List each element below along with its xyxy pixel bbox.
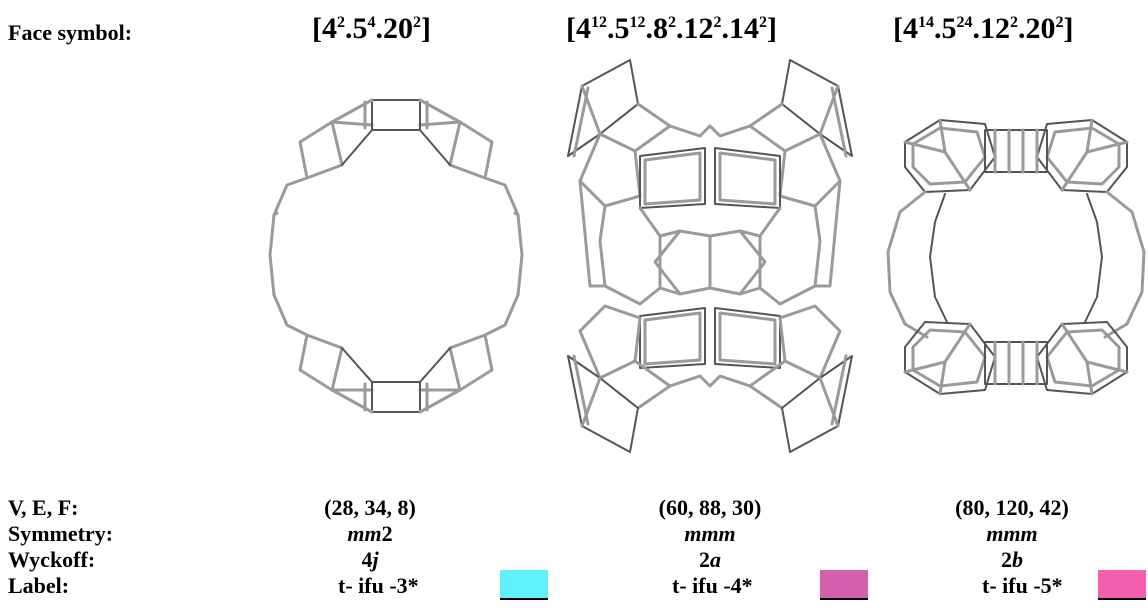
wyckoff-label: Wyckoff: [8, 547, 96, 572]
face-symbol-cage-1: [42.54.202] [312, 12, 431, 45]
label-value: t- ifu -5* [982, 573, 1063, 598]
face-symbol-cage-3: [414.524.122.202] [893, 12, 1074, 45]
wyckoff-value: 4j [361, 547, 379, 572]
vef-label: V, E, F: [8, 495, 79, 520]
vef-value: (28, 34, 8) [324, 495, 416, 520]
label-value: t- ifu -4* [672, 573, 753, 598]
cage-1-structure [268, 98, 524, 414]
vef-value: (60, 88, 30) [658, 495, 762, 520]
wyckoff-value: 2a [699, 547, 721, 572]
cage-3-structure [886, 118, 1146, 396]
label-label: Label: [8, 573, 70, 598]
wyckoff-value: 2b [1001, 547, 1023, 572]
symmetry-value: mm2 [347, 521, 393, 546]
symmetry-value: mmm [986, 521, 1038, 546]
symmetry-label: Symmetry: [8, 521, 114, 546]
face-symbol-cage-2: [412.512.82.122.142] [566, 12, 777, 45]
symmetry-value: mmm [684, 521, 736, 546]
color-swatch [820, 570, 868, 600]
label-value: t- ifu -3* [338, 573, 419, 598]
color-swatch [1098, 570, 1146, 600]
color-swatch [500, 570, 548, 600]
cage-2-structure [567, 59, 853, 453]
face-symbol-label: Face symbol: [8, 20, 133, 45]
vef-value: (80, 120, 42) [955, 495, 1069, 520]
